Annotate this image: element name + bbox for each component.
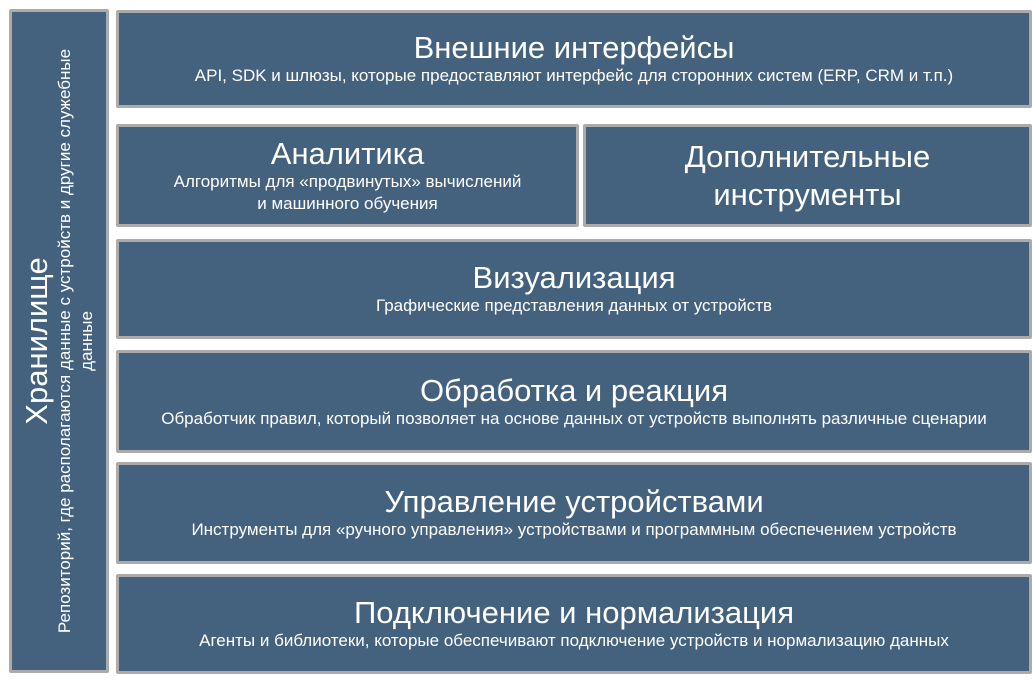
layer-desc: Алгоритмы для «продвинутых» вычислений и… — [173, 171, 522, 213]
storage-block: Хранилище Репозиторий, где располагаются… — [9, 9, 109, 673]
storage-title: Хранилище — [19, 257, 54, 425]
layer-desc: Агенты и библиотеки, которые обеспечиваю… — [199, 631, 949, 650]
layer-desc: Графические представления данных от устр… — [375, 296, 773, 315]
connection-block: Подключение и нормализация Агенты и библ… — [116, 574, 1032, 674]
layer-title: Подключение и нормализация — [354, 595, 794, 630]
processing-block: Обработка и реакция Обработчик правил, к… — [116, 350, 1032, 453]
layer-title: Визуализация — [472, 260, 676, 295]
visualization-block: Визуализация Графические представления д… — [116, 239, 1032, 339]
layer-title: Аналитика — [270, 135, 425, 171]
layer-desc: API, SDK и шлюзы, которые предоставляют … — [194, 66, 954, 85]
layer-desc: Инструменты для «ручного управления» уст… — [191, 520, 957, 539]
layer-title: Дополнительные инструменты — [684, 138, 931, 212]
layer-desc: Обработчик правил, который позволяет на … — [161, 408, 987, 428]
analytics-block: Аналитика Алгоритмы для «продвинутых» вы… — [116, 124, 579, 227]
layer-title: Обработка и реакция — [419, 372, 729, 408]
layer-title: Управление устройствами — [384, 484, 764, 519]
additional-tools-block: Дополнительные инструменты — [583, 124, 1032, 227]
storage-desc: Репозиторий, где располагаются данные с … — [55, 48, 96, 634]
device-management-block: Управление устройствами Инструменты для … — [116, 462, 1032, 564]
external-interfaces-block: Внешние интерфейсы API, SDK и шлюзы, кот… — [116, 10, 1032, 108]
layer-title: Внешние интерфейсы — [413, 30, 735, 65]
